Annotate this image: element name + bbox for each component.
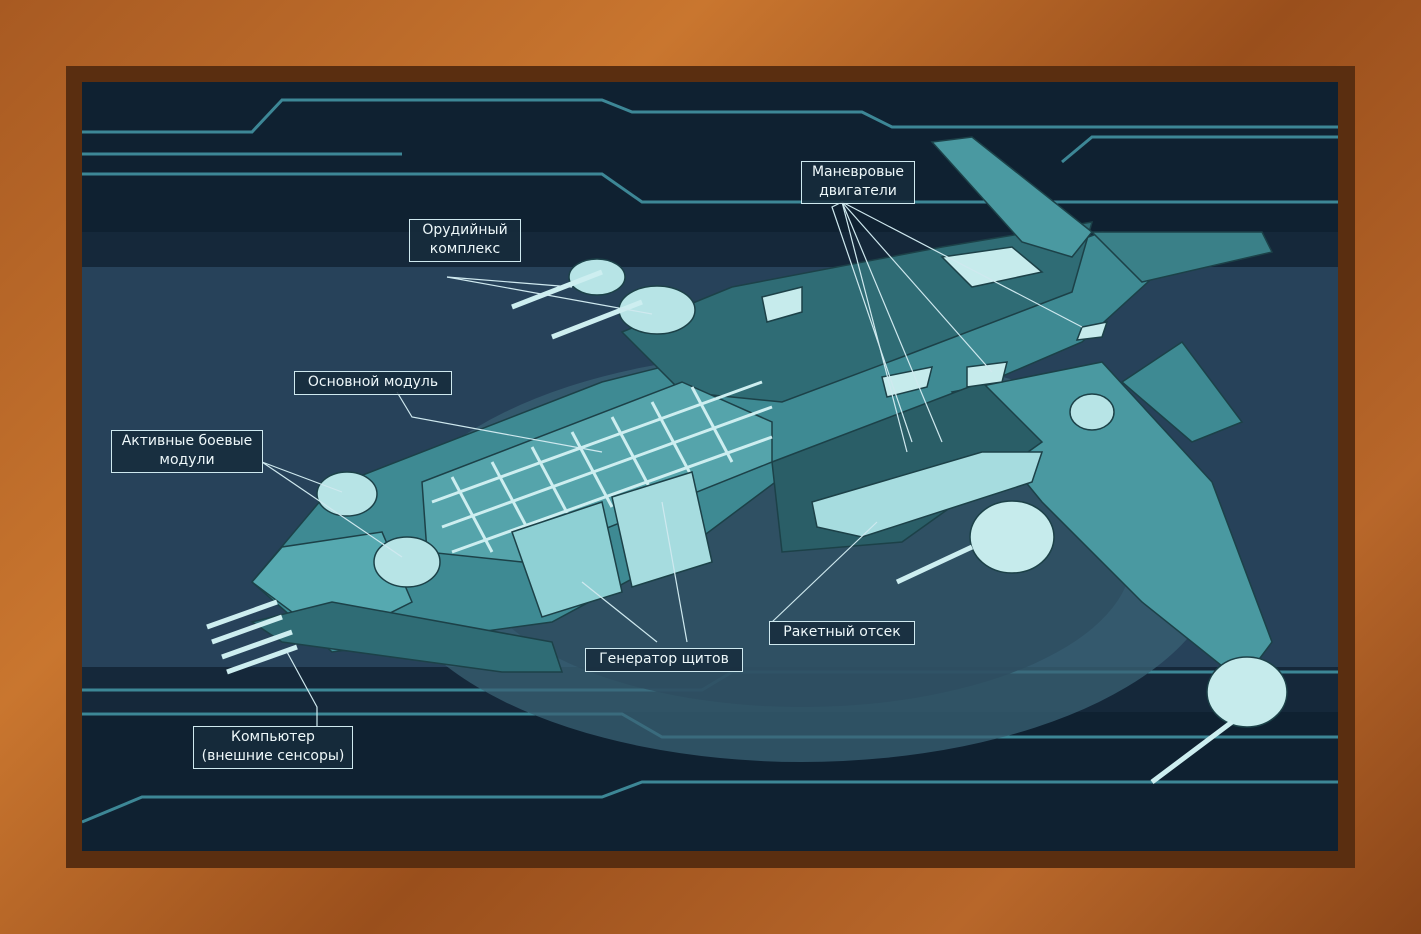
label-weapons-complex: Орудийный комплекс — [409, 219, 521, 262]
label-active-combat-modules: Активные боевые модули — [111, 430, 263, 473]
label-missile-bay: Ракетный отсек — [769, 621, 915, 645]
label-maneuvering-thrusters: Маневровые двигатели — [801, 161, 915, 204]
label-main-module: Основной модуль — [294, 371, 452, 395]
diagram-canvas: Орудийный комплекс Маневровые двигатели … — [82, 82, 1338, 851]
label-shield-generator: Генератор щитов — [585, 648, 743, 672]
label-computer-sensors: Компьютер (внешние сенсоры) — [193, 726, 353, 769]
